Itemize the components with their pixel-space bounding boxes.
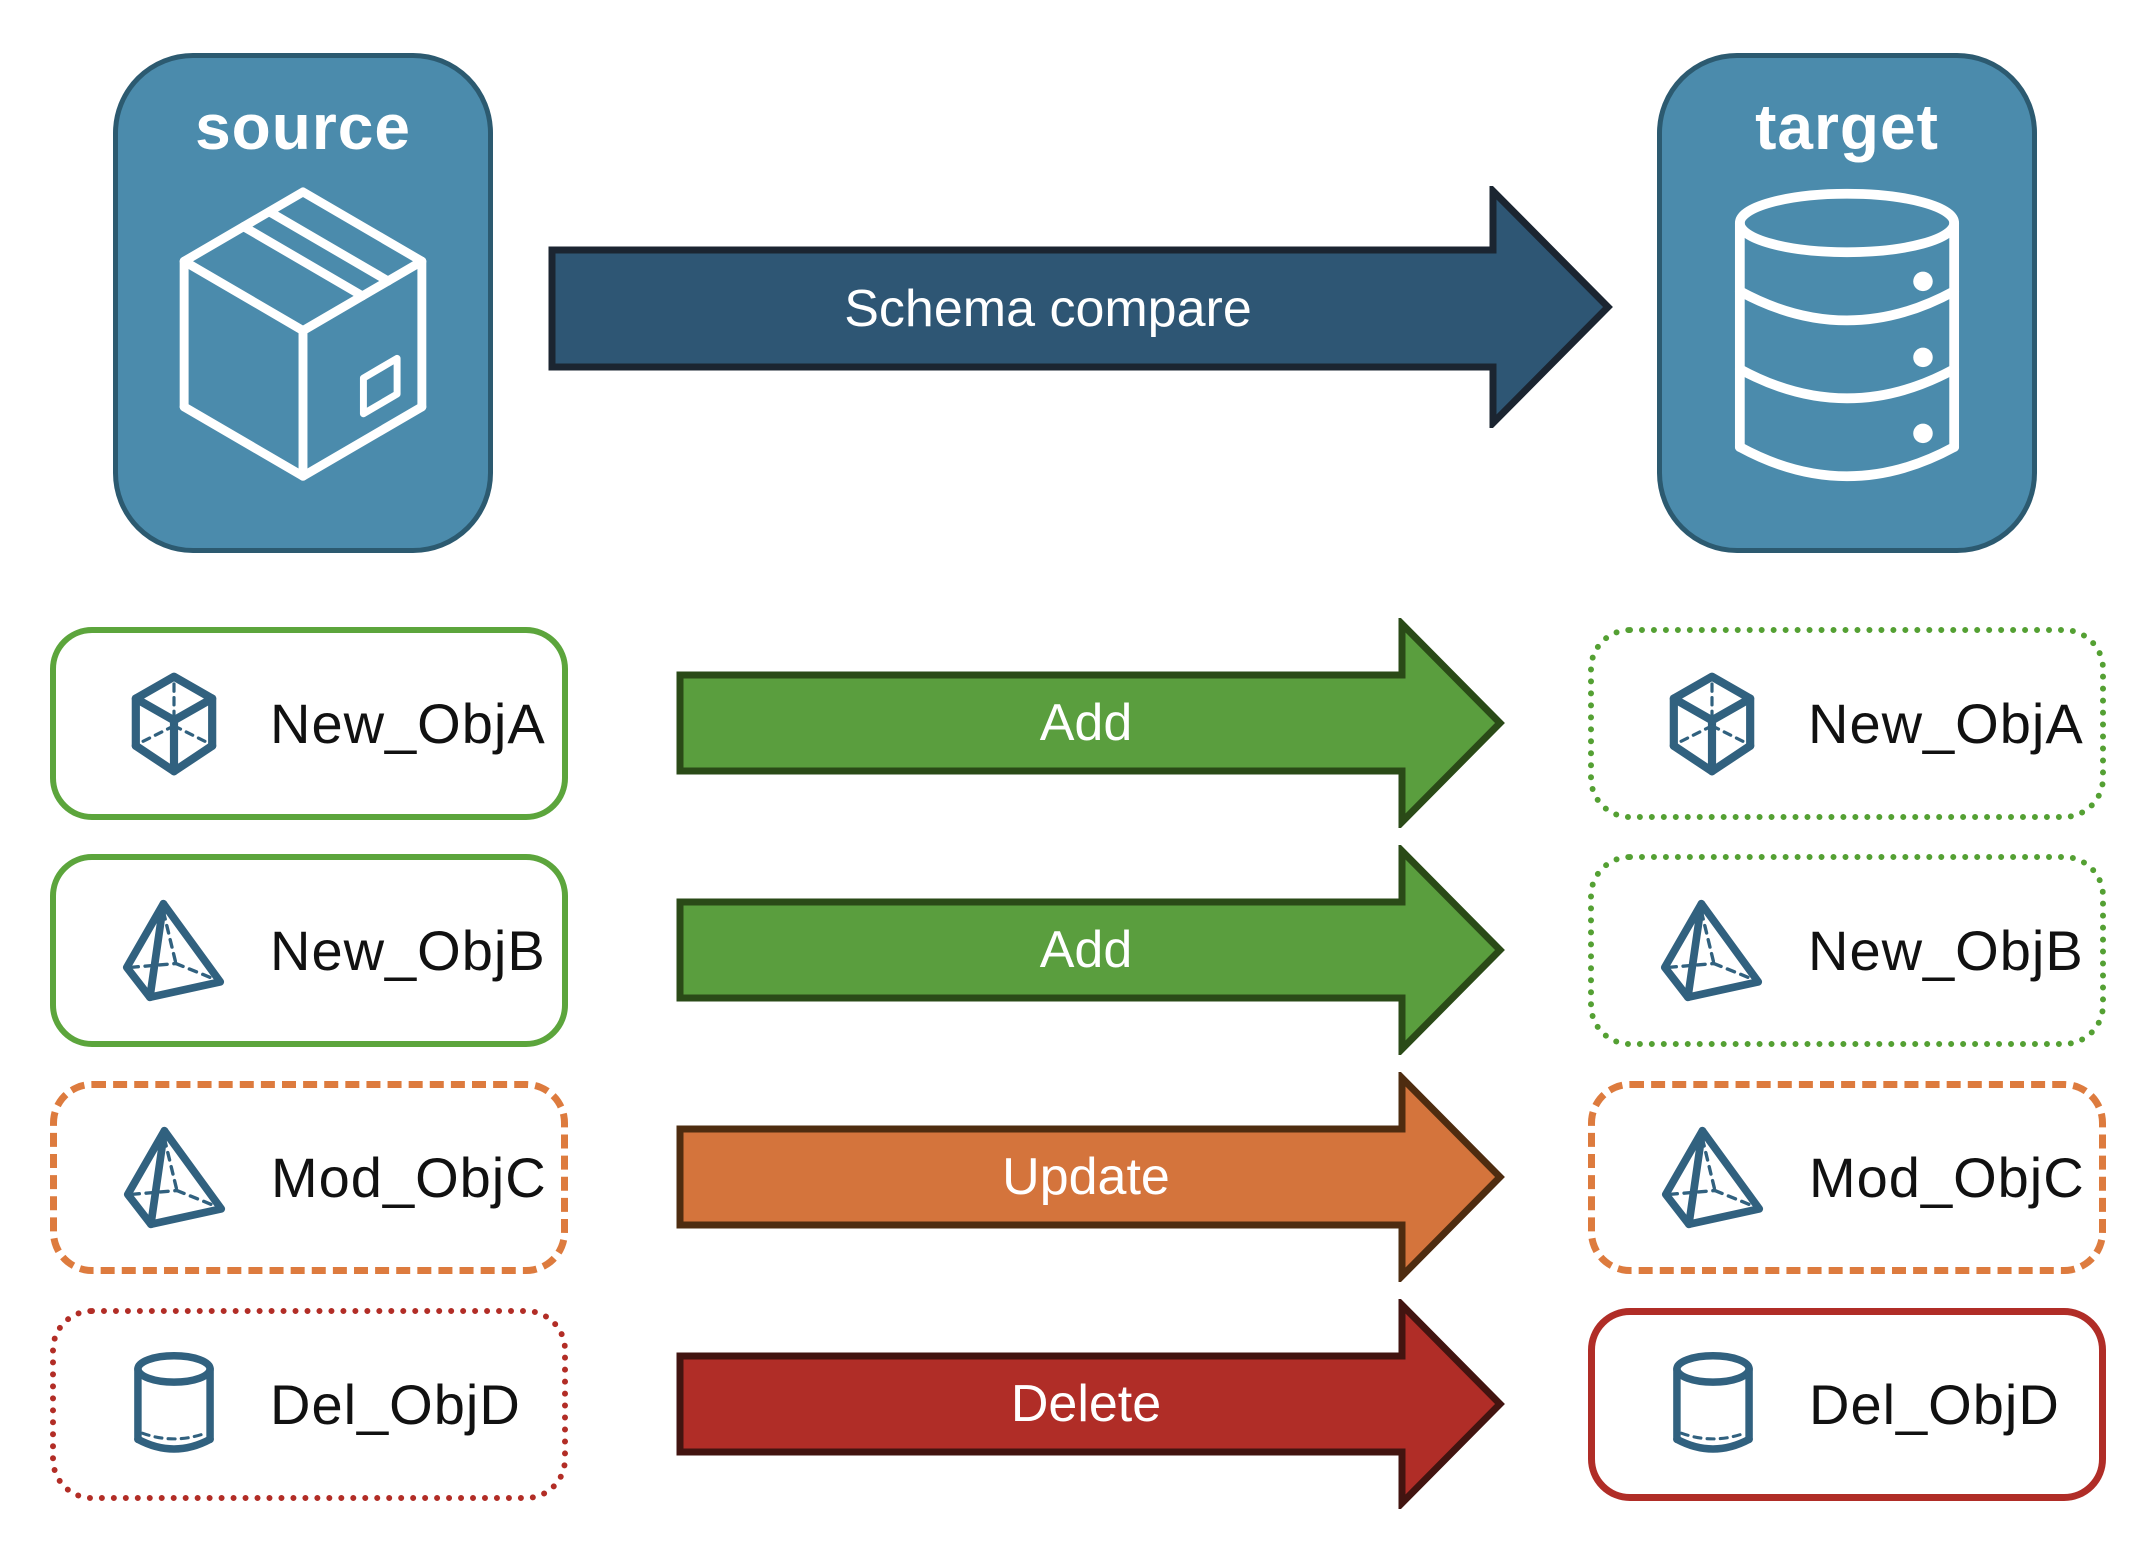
target-object-card-del-objd: Del_ObjD [1588,1308,2106,1501]
database-dot [1913,423,1933,444]
object-label: New_ObjB [270,919,546,982]
target-panel-label: target [1755,91,1939,163]
database-dot [1913,271,1933,292]
source-object-card-mod-objc: Mod_ObjC [50,1081,568,1274]
cylinder-icon [118,1351,230,1459]
database-dot [1913,347,1933,368]
update-arrow-row3: Update [676,1072,1506,1282]
package-box-icon [179,187,427,481]
object-label: Del_ObjD [1809,1373,2060,1436]
object-label: Mod_ObjC [271,1146,547,1209]
target-object-card-mod-objc: Mod_ObjC [1588,1081,2106,1274]
schema-compare-arrow-shape [548,186,1613,428]
source-object-card-new-obja: New_ObjA [50,627,568,820]
pyramid-icon [1656,898,1768,1004]
update-arrow-label: Update [1002,1148,1170,1206]
target-panel: target [1657,53,2037,553]
add-arrow-label: Add [1039,694,1133,752]
target-object-card-new-objb: New_ObjB [1588,854,2106,1047]
cube-icon [1656,668,1768,780]
object-label: Mod_ObjC [1809,1146,2085,1209]
schema-compare-label: Schema compare [844,279,1252,338]
source-object-card-del-objd: Del_ObjD [50,1308,568,1501]
add-arrow-row2: Add [676,845,1506,1055]
source-panel-label: source [195,91,411,163]
add-arrow-row1: Add [676,618,1506,828]
object-label: New_ObjA [270,692,546,755]
object-label: New_ObjB [1808,919,2084,982]
cube-icon [118,668,230,780]
object-label: New_ObjA [1808,692,2084,755]
source-panel: source [113,53,493,553]
pyramid-icon [119,1125,231,1231]
delete-arrow-label: Delete [1010,1375,1162,1433]
source-object-card-new-objb: New_ObjB [50,854,568,1047]
database-icon [1734,188,1960,482]
schema-compare-arrow: Schema compare [548,186,1614,428]
object-label: Del_ObjD [270,1373,521,1436]
target-object-card-new-obja: New_ObjA [1588,627,2106,820]
cylinder-icon [1657,1351,1769,1459]
delete-arrow-row4: Delete [676,1299,1506,1509]
pyramid-icon [1657,1125,1769,1231]
add-arrow-label: Add [1039,921,1133,979]
pyramid-icon [118,898,230,1004]
